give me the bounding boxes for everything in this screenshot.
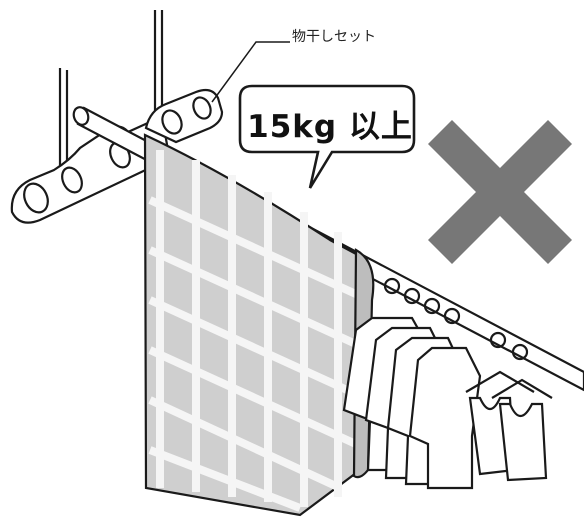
prohibition-cross-icon — [428, 120, 572, 264]
tanktop-hangers — [465, 331, 553, 482]
hanger-bracket-right — [144, 88, 224, 144]
shirt-hangers — [342, 277, 482, 490]
tanktop — [491, 343, 553, 482]
weight-warning-text: 15kg 以上 — [247, 109, 413, 145]
suspension-wires — [58, 10, 164, 175]
callout-label: 物干しセット — [292, 29, 376, 45]
shirt — [408, 307, 482, 490]
towel — [143, 133, 375, 517]
callout-leader-line — [211, 41, 290, 103]
speech-bubble — [238, 84, 416, 189]
